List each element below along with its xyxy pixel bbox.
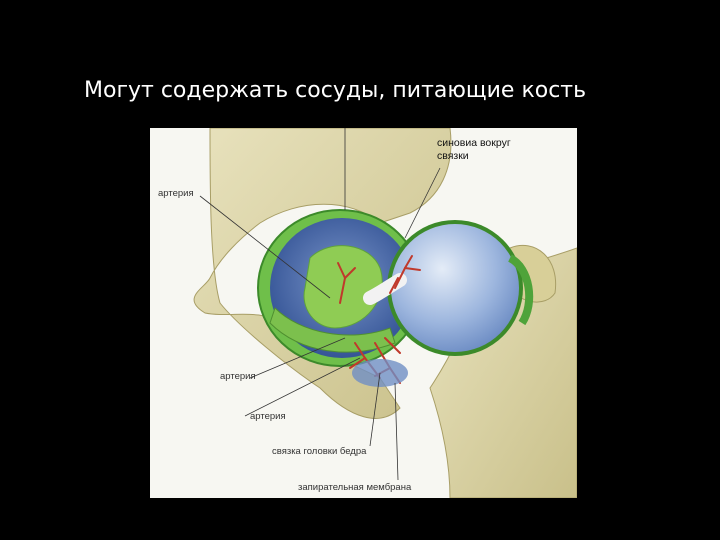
slide-title: Могут содержать сосуды, питающие кость [84,78,586,103]
femoral-head [391,224,519,352]
label-synovia-line1: синовиа вокруг [437,138,511,149]
label-artery-top: артерия [158,188,194,199]
label-obturator-membrane: запирательная мембрана [298,482,411,493]
label-artery-mid: артерия [220,371,256,382]
label-ligament-head: связка головки бедра [272,446,366,457]
label-synovia-line2: связки [437,151,469,162]
hip-joint-illustration: синовиа вокруг связки артерия артерия ар… [150,128,577,498]
label-artery-low: артерия [250,411,286,422]
hip-joint-drawing [150,128,577,498]
